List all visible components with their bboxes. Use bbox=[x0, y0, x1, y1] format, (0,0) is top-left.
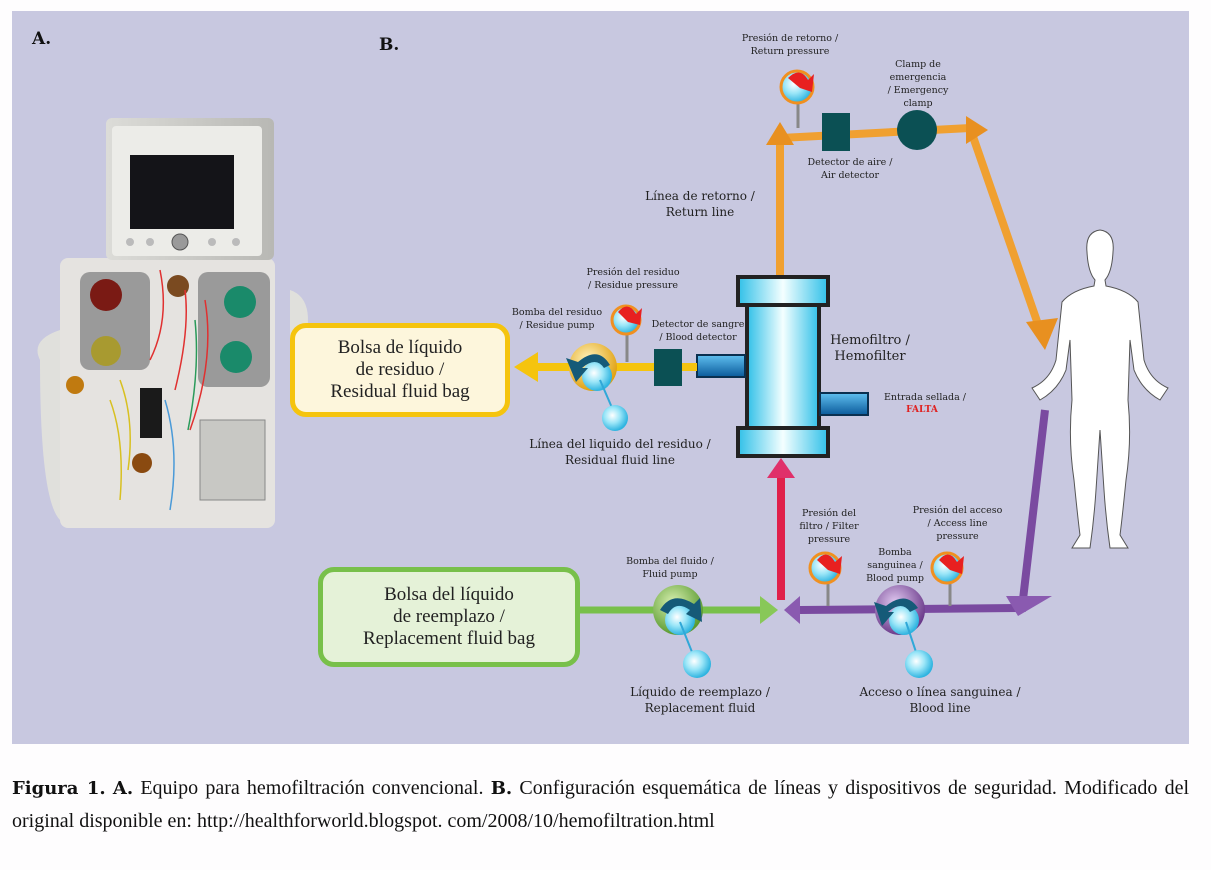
rotation-arrow-icon bbox=[566, 354, 610, 382]
figure-caption: Figura 1. A. Equipo para hemofiltración … bbox=[12, 772, 1189, 838]
monitor-button bbox=[126, 238, 134, 246]
tubing-yellow bbox=[109, 379, 131, 501]
monitor-button bbox=[232, 238, 240, 246]
blood-arrowhead-left bbox=[784, 596, 800, 624]
probe-line bbox=[599, 379, 614, 411]
pump-rotor-icon bbox=[582, 361, 612, 391]
pump-rotor-green bbox=[224, 286, 256, 318]
gauge-arrow-icon bbox=[939, 554, 964, 574]
residue-outlet-port bbox=[696, 354, 746, 378]
return-pressure-label: Presión de retorno / Return pressure bbox=[741, 33, 839, 57]
emergency-clamp-label: Clamp de emergencia / Emergency clamp bbox=[887, 59, 949, 109]
blood-arrowhead-corner bbox=[1006, 596, 1052, 616]
pump-rotor-icon bbox=[889, 605, 919, 635]
residue-pressure-label: Presión del residuo / Residue pressure bbox=[586, 267, 680, 291]
hemofilter-top-cap bbox=[736, 275, 830, 307]
residue-pump-label: Bomba del residuo / Residue pump bbox=[511, 307, 603, 331]
replacement-fluid-bag: Bolsa del líquido de reemplazo / Replace… bbox=[318, 567, 580, 667]
residual-fluid-bag: Bolsa de líquido de residuo / Residual f… bbox=[290, 323, 510, 417]
blood-pump-label: Bomba sanguinea / Blood pump bbox=[866, 547, 924, 584]
pump-rotor-red bbox=[90, 279, 122, 311]
blood-detector-icon bbox=[654, 349, 682, 386]
return-line-label: Línea de retorno / Return line bbox=[645, 189, 755, 219]
blood-line-sample-icon bbox=[905, 650, 933, 678]
clamp-assembly bbox=[199, 419, 266, 501]
replacement-fluid-sample-icon bbox=[683, 650, 711, 678]
residual-fluid-line bbox=[514, 304, 697, 431]
hemofilter bbox=[696, 275, 869, 458]
hemofilter-label: Hemofiltro / Hemofilter bbox=[830, 333, 910, 364]
residual-arrowhead-left bbox=[514, 352, 538, 382]
emergency-clamp-icon bbox=[897, 110, 937, 150]
rotation-arrow-icon bbox=[660, 598, 702, 622]
panel-b-label: B. bbox=[379, 35, 400, 55]
hemofilter-body bbox=[745, 303, 821, 432]
hemofilter-bottom-cap bbox=[736, 426, 830, 458]
blood-detector-label: Detector de sangre / Blood detector bbox=[651, 319, 745, 343]
caption-b-label: B. bbox=[490, 778, 513, 799]
fluid-pump-label: Bomba del fluido / Fluid pump bbox=[626, 556, 714, 580]
caption-figure-label: Figura 1. bbox=[12, 778, 106, 799]
filter-inlet-line bbox=[767, 458, 795, 600]
replacement-arrowhead bbox=[760, 596, 778, 624]
pressure-pod bbox=[132, 453, 152, 473]
blood-line bbox=[784, 409, 1052, 678]
pump-rotor-yellow bbox=[91, 336, 121, 366]
return-arrowhead-to-patient bbox=[1026, 318, 1058, 350]
gauge-arrow-icon bbox=[788, 72, 814, 92]
tubing-green bbox=[187, 319, 198, 431]
monitor-button bbox=[208, 238, 216, 246]
machine-handle-left bbox=[37, 330, 60, 520]
sealed-inlet-status: FALTA bbox=[906, 405, 938, 415]
air-detector-block bbox=[140, 388, 162, 438]
return-arrowhead-right bbox=[966, 116, 988, 144]
return-arrowhead-up bbox=[766, 122, 794, 145]
caption-a-label: A. bbox=[112, 778, 134, 799]
probe-line bbox=[679, 621, 693, 653]
panel-a-label: A. bbox=[32, 29, 52, 49]
monitor-button bbox=[146, 238, 154, 246]
sealed-inlet-port bbox=[819, 392, 869, 416]
caption-b-text: Configuración esquemática de líneas y di… bbox=[12, 777, 1190, 832]
air-detector-label: Detector de aire / Air detector bbox=[807, 157, 893, 181]
monitor-screen bbox=[130, 155, 234, 229]
residual-fluid-sample-icon bbox=[602, 405, 628, 431]
monitor-knob bbox=[171, 233, 189, 251]
filter-inlet-arrowhead bbox=[767, 458, 795, 478]
blood-line-label: Acceso o línea sanguinea / Blood line bbox=[859, 685, 1021, 715]
pressure-pod bbox=[167, 275, 189, 297]
replacement-fluid-line bbox=[575, 585, 778, 678]
patient-silhouette-icon bbox=[1031, 229, 1169, 549]
return-line bbox=[766, 116, 1058, 350]
rotation-arrow-icon bbox=[874, 598, 918, 626]
filter-pressure-label: Presión del filtro / Filter pressure bbox=[799, 508, 859, 545]
gauge-arrow-icon bbox=[817, 554, 842, 574]
return-pressure-gauge bbox=[779, 69, 815, 128]
residual-fluid-line-label: Línea del liquido del residuo / Residual… bbox=[529, 437, 711, 467]
return-line-path bbox=[776, 123, 1044, 332]
probe-line bbox=[905, 621, 917, 653]
access-pressure-label: Presión del acceso / Access line pressur… bbox=[912, 505, 1003, 542]
pressure-pod bbox=[66, 376, 84, 394]
sealed-inlet-label: Entrada sellada / bbox=[883, 392, 967, 403]
tubing-red bbox=[149, 269, 209, 431]
air-detector-icon bbox=[822, 113, 850, 151]
gauge-arrow-icon bbox=[618, 306, 642, 325]
caption-a-text: Equipo para hemofiltración convencional. bbox=[133, 777, 491, 799]
pump-rotor-green bbox=[220, 341, 252, 373]
filter-inlet-path bbox=[777, 472, 785, 600]
tubing-blue bbox=[164, 399, 175, 511]
hemofiltration-machine-photo bbox=[37, 118, 308, 528]
replacement-fluid-label: Líquido de reemplazo / Replacement fluid bbox=[630, 685, 770, 715]
